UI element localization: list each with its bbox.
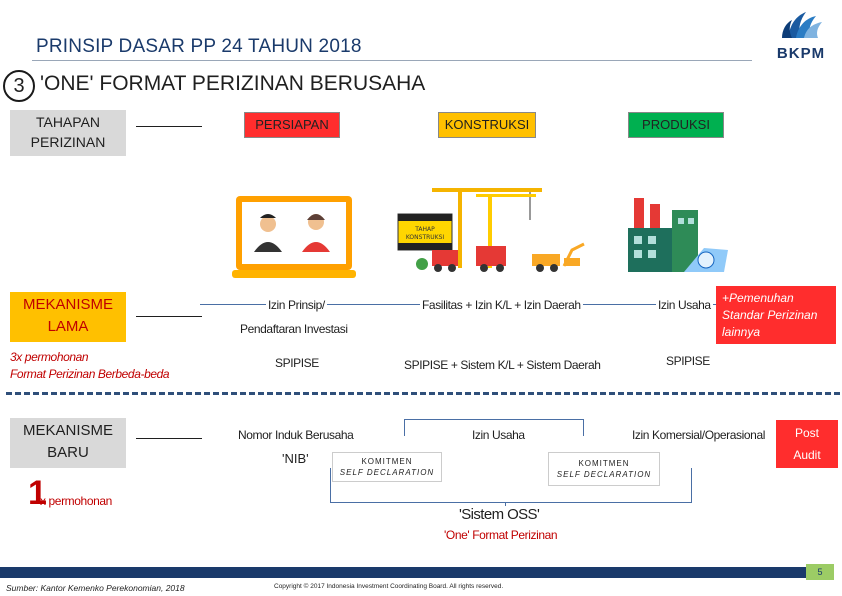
komitmen-2-sub: SELF DECLARATION: [556, 470, 652, 479]
page-title: PRINSIP DASAR PP 24 TAHUN 2018: [36, 36, 362, 57]
slide-subtitle: 'ONE' FORMAT PERIZINAN BERUSAHA: [40, 72, 426, 95]
old-spipise-3: SPIPISE: [666, 354, 710, 368]
lama-note-count: 3x permohonan: [10, 350, 89, 364]
mekanisme-lama-label: MEKANISME LAMA: [10, 292, 126, 342]
old-item-izin-prinsip: Izin Prinsip/: [266, 298, 327, 312]
lama-note-format: Format Perizinan Berbeda-beda: [10, 367, 170, 381]
new-item-izin-usaha: Izin Usaha: [472, 428, 525, 442]
old-item-standar: +Pemenuhan Standar Perizinan lainnya: [716, 286, 836, 344]
footer-copyright: Copyright © 2017 Indonesia Investment Co…: [274, 583, 504, 590]
new-flow-bottom-line: [330, 468, 692, 503]
komitmen-2-label: KOMITMEN: [578, 459, 630, 468]
new-item-nib: 'NIB': [282, 451, 309, 466]
oss-system-note: 'One' Format Perizinan: [444, 528, 558, 542]
bkpm-logo: BKPM: [768, 8, 834, 62]
tahapan-connector: [136, 126, 202, 127]
phase-konstruksi: KONSTRUKSI: [438, 112, 536, 138]
old-spipise-1: SPIPISE: [275, 356, 319, 370]
bkpm-logo-icon: [782, 12, 822, 38]
factory-icon: [624, 190, 734, 285]
section-divider: [6, 392, 840, 395]
new-item-izin-komersial: Izin Komersial/Operasional: [632, 428, 765, 442]
footer-source: Sumber: Kantor Kemenko Perekonomian, 201…: [6, 583, 185, 593]
post-audit-line1: Post: [794, 426, 819, 440]
phase-produksi: PRODUKSI: [628, 112, 724, 138]
tahapan-perizinan-label: TAHAPAN PERIZINAN: [10, 110, 126, 156]
phase-persiapan: PERSIAPAN: [244, 112, 340, 138]
komitmen-badge-2: KOMITMEN SELF DECLARATION: [548, 452, 660, 486]
lama-connector: [136, 316, 202, 317]
footer-bar: [0, 567, 806, 578]
new-item-nib-title: Nomor Induk Berusaha: [238, 428, 354, 442]
svg-text:TAHAP: TAHAP: [414, 226, 435, 233]
construction-site-icon: TAHAP KONSTRUKSI: [392, 180, 602, 285]
post-audit-line2: Audit: [793, 448, 821, 462]
old-spipise-2: SPIPISE + Sistem K/L + Sistem Daerah: [404, 358, 601, 372]
oss-system-label: 'Sistem OSS': [456, 506, 543, 523]
bkpm-logo-text: BKPM: [776, 45, 826, 62]
title-divider: [32, 60, 752, 61]
page-number: 5: [806, 564, 834, 580]
komitmen-badge-1: KOMITMEN SELF DECLARATION: [332, 452, 442, 482]
baru-note: x permohonan: [40, 494, 112, 508]
baru-connector: [136, 438, 202, 439]
baru-count: 1: [28, 474, 47, 512]
svg-text:KONSTRUKSI: KONSTRUKSI: [406, 234, 445, 241]
old-item-fasilitas: Fasilitas + Izin K/L + Izin Daerah: [420, 298, 583, 312]
laptop-video-call-icon: [232, 194, 358, 287]
komitmen-1-sub: SELF DECLARATION: [339, 468, 435, 477]
old-item-izin-usaha: Izin Usaha: [656, 298, 713, 312]
old-item-pendaftaran: Pendaftaran Investasi: [240, 322, 348, 336]
komitmen-1-label: KOMITMEN: [361, 457, 413, 466]
new-flow-top-line: [404, 419, 584, 436]
mekanisme-baru-label: MEKANISME BARU: [10, 418, 126, 468]
step-number-badge: 3: [3, 70, 35, 102]
new-item-post-audit: Post Audit: [776, 420, 838, 468]
